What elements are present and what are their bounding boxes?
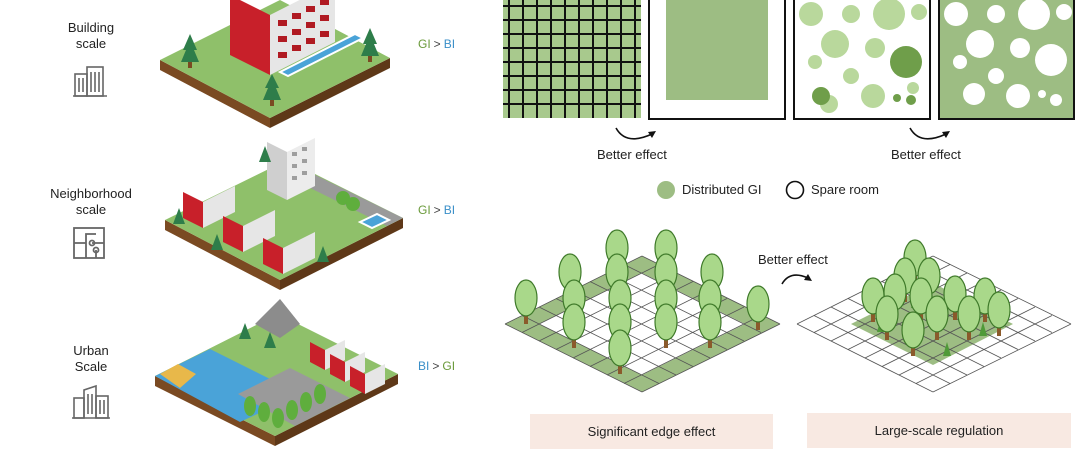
- better-effect-label-left: Better effect: [597, 147, 667, 162]
- legend-spare-room: Spare room: [811, 182, 879, 197]
- ratio-second: GI: [442, 359, 456, 373]
- distributed-gi-swatch-icon: [657, 181, 675, 199]
- label-line: scale: [75, 36, 107, 51]
- caption-text: Large-scale regulation: [874, 423, 1004, 438]
- building-scale-label: Building scale: [36, 20, 146, 52]
- ratio-first: GI: [418, 37, 431, 51]
- neighborhood-scale-illustration: [165, 138, 403, 290]
- ratio-gt: >: [433, 37, 441, 51]
- better-effect-label-bottom: Better effect: [758, 252, 828, 267]
- neighborhood-map-icon: [73, 227, 105, 259]
- better-effect-label-right: Better effect: [891, 147, 961, 162]
- legend-distributed-gi: Distributed GI: [682, 182, 762, 197]
- edge-effect-grid-illustration: [504, 229, 781, 393]
- label-line: Neighborhood: [50, 186, 132, 201]
- ratio-second: BI: [443, 37, 456, 51]
- neighborhood-scale-ratio: GI>BI: [418, 203, 455, 217]
- label-line: Urban: [73, 343, 109, 358]
- building-scale-ratio: GI>BI: [418, 37, 455, 51]
- curved-arrow-icon: [615, 127, 656, 140]
- ratio-gt: >: [433, 203, 441, 217]
- center-arrow-icon: [781, 274, 812, 285]
- city-icon: [72, 384, 110, 419]
- urban-scale-illustration: [155, 299, 398, 446]
- spare-room-panel: [938, 0, 1075, 120]
- solid-block-panel: [648, 0, 786, 120]
- building-icon: [73, 66, 107, 97]
- ratio-second: BI: [443, 203, 456, 217]
- ratio-first: GI: [418, 203, 431, 217]
- large-scale-grid-illustration: [796, 239, 1072, 393]
- spare-room-swatch-icon: [785, 180, 805, 200]
- label-line: scale: [75, 202, 107, 217]
- ratio-first: BI: [418, 359, 430, 373]
- urban-scale-ratio: BI>GI: [418, 359, 455, 373]
- curved-arrow-icon: [909, 127, 950, 140]
- label-line: Scale: [74, 359, 108, 374]
- grid-pattern-panel: [503, 0, 641, 118]
- label-line: Building: [67, 20, 115, 35]
- urban-scale-label: Urban Scale: [36, 343, 146, 375]
- neighborhood-scale-label: Neighborhood scale: [36, 186, 146, 218]
- caption-text: Significant edge effect: [587, 424, 716, 439]
- building-scale-illustration: [160, 0, 390, 128]
- ratio-gt: >: [432, 359, 440, 373]
- caption-large-scale-regulation: Large-scale regulation: [807, 413, 1071, 448]
- caption-significant-edge-effect: Significant edge effect: [530, 414, 773, 449]
- distributed-circles-panel: [793, 0, 931, 120]
